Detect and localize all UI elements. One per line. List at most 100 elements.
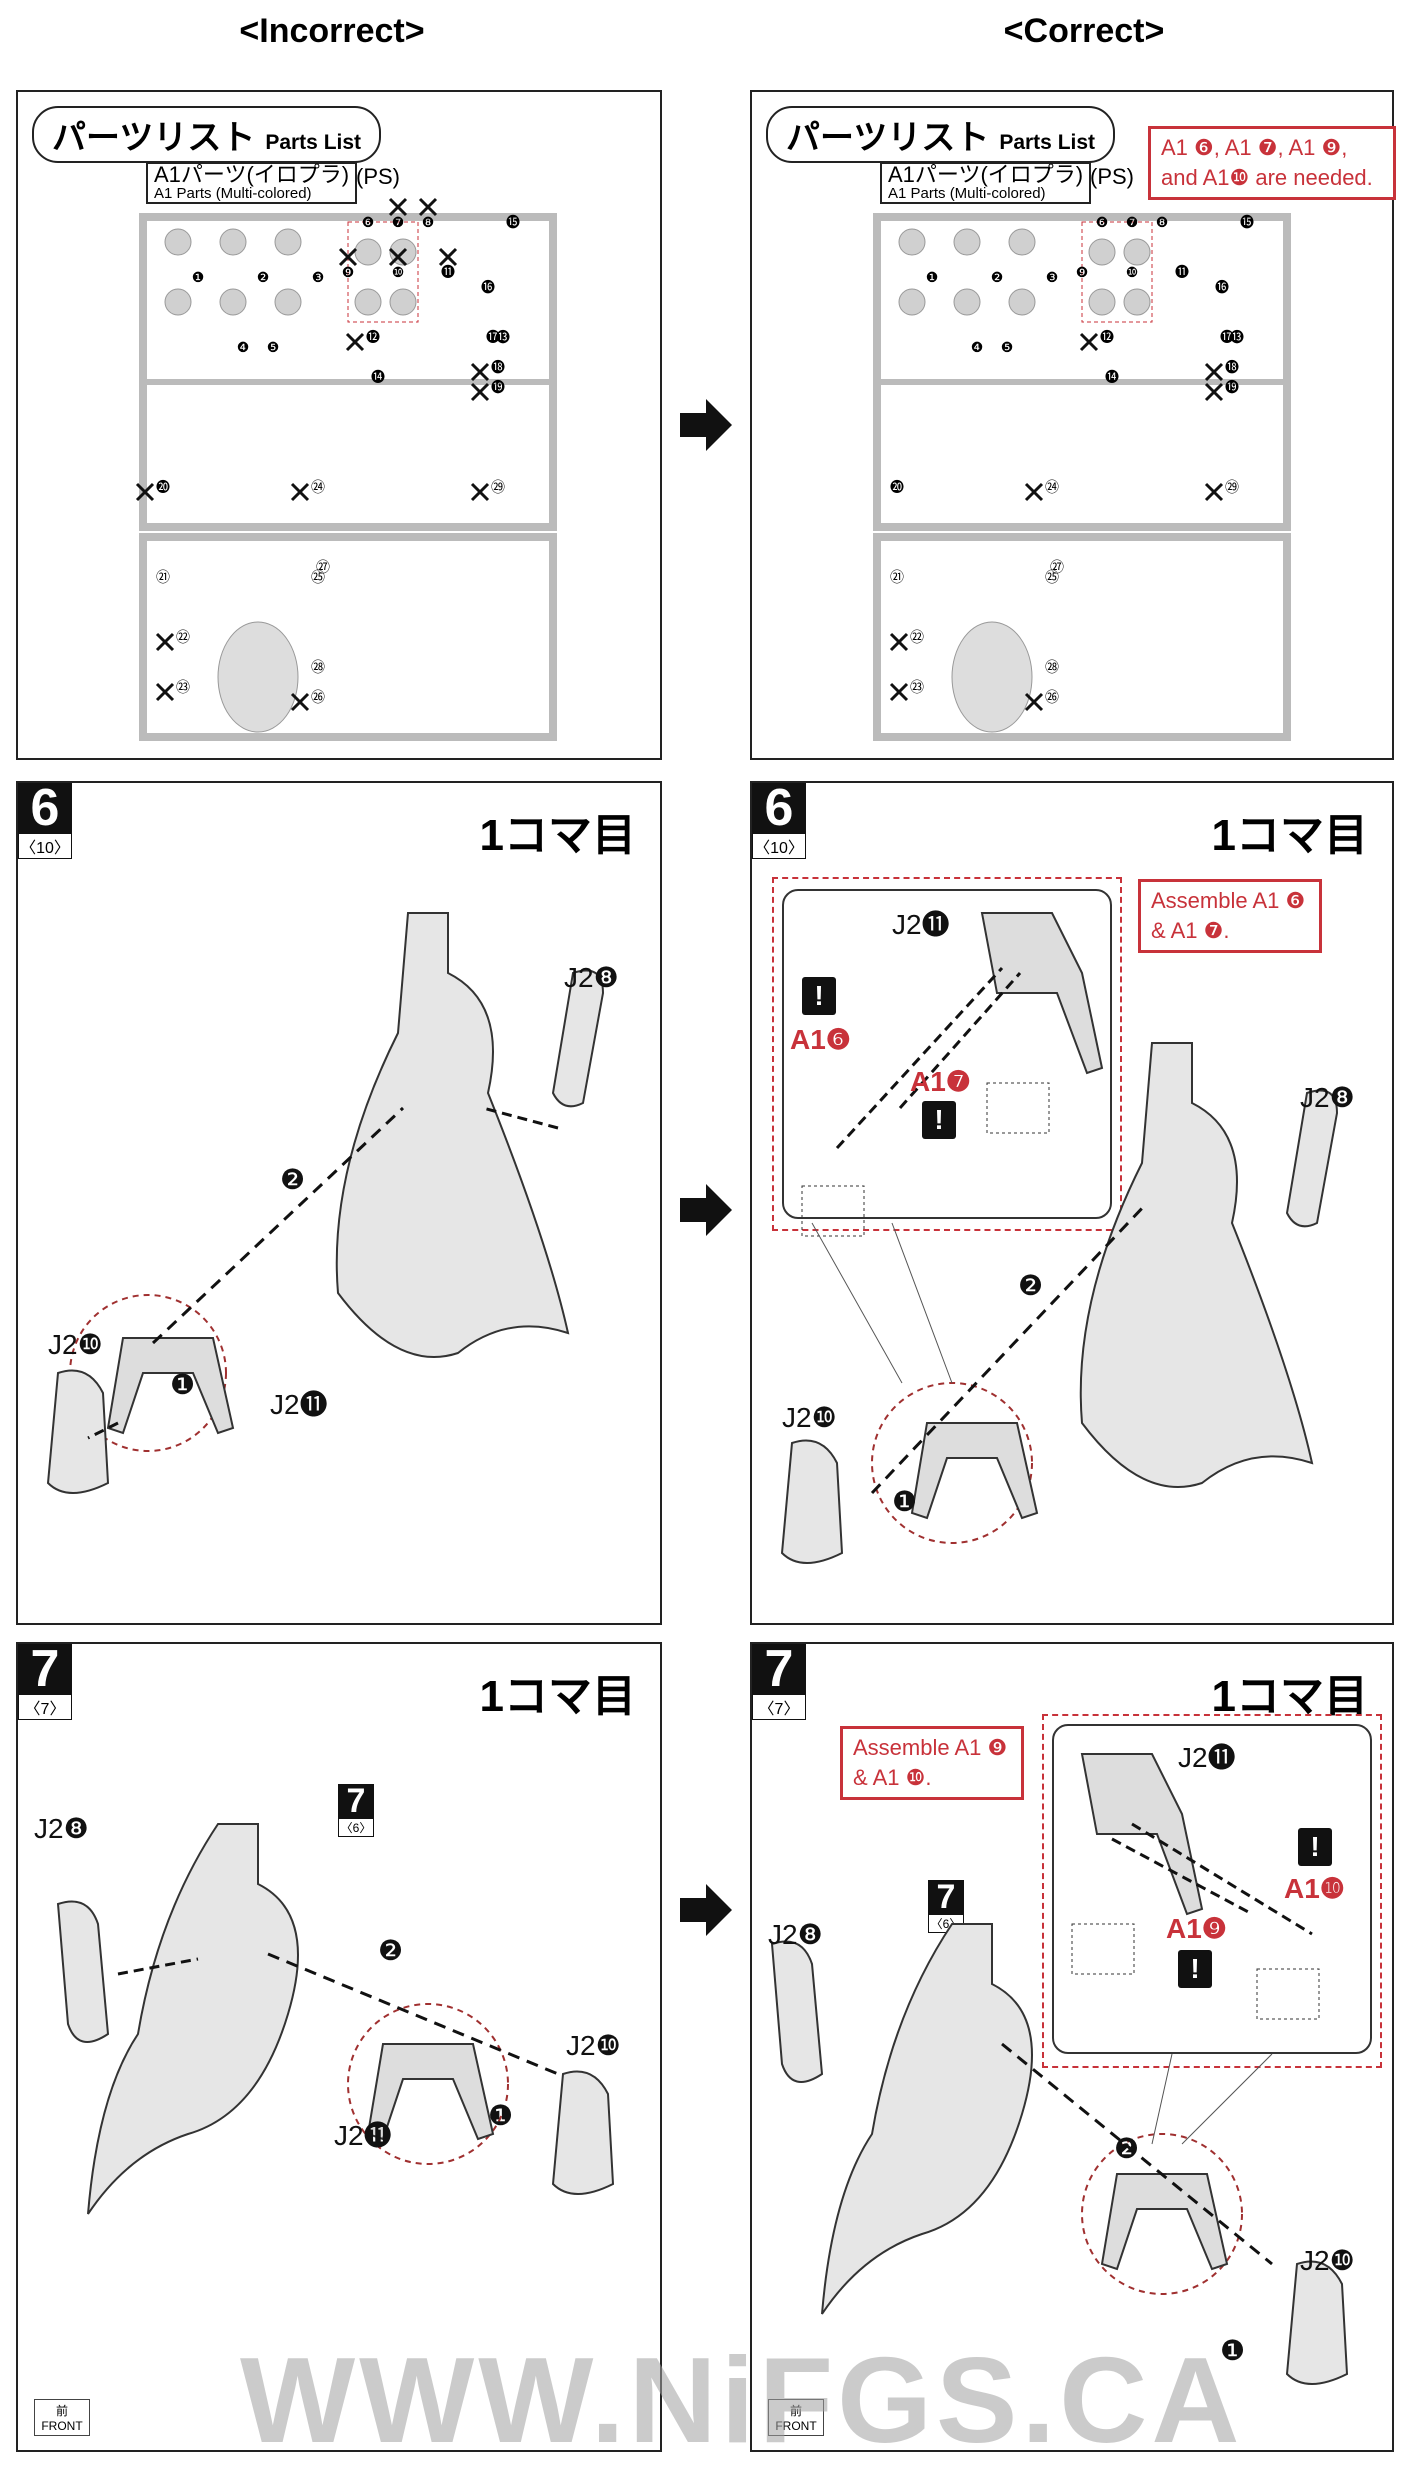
part-number: ⓭ xyxy=(496,329,510,345)
part-number: ⓮ xyxy=(371,369,385,385)
x-mark-icon xyxy=(1079,332,1099,352)
step-arrow-1: ❶ xyxy=(1220,2335,1246,2366)
part-piece xyxy=(953,228,981,256)
part-number: ㉙ xyxy=(1225,479,1239,495)
part-number: ⓲ xyxy=(1225,359,1239,375)
part-number: ㉔ xyxy=(1045,479,1059,495)
x-mark-icon xyxy=(889,682,909,702)
assembly-illustration xyxy=(780,912,1339,1564)
runner-label: A1パーツ(イロプラ)A1 Parts (Multi-colored) xyxy=(146,162,358,204)
part-number: ㉒ xyxy=(910,629,924,645)
part-number: ㉕ xyxy=(1045,569,1059,585)
frame-label: 1コマ目 xyxy=(479,1672,636,1721)
part-piece xyxy=(1088,288,1116,316)
part-label-j2-8: J2❽ xyxy=(768,1919,823,1950)
part-number: ⓭ xyxy=(1230,329,1244,345)
part-number: ⓯ xyxy=(1240,214,1254,230)
x-mark-icon xyxy=(1204,362,1224,382)
correct-header: <Correct> xyxy=(1003,12,1165,50)
x-mark-icon xyxy=(470,482,490,502)
step6-correct: 6〈10〉 1コマ目 J2⓫ ! A1❻ A1❼ ! Assemble A1 ❻… xyxy=(750,781,1394,1625)
warning-icon: ! xyxy=(1298,1828,1332,1866)
part-label-j2-10: J2❿ xyxy=(782,1402,837,1433)
x-mark-icon xyxy=(345,332,365,352)
part-piece xyxy=(951,621,1033,733)
x-mark-icon xyxy=(470,362,490,382)
part-number: ❷ xyxy=(991,269,1004,285)
reference-step: 7 xyxy=(338,1784,374,1818)
part-piece xyxy=(1123,288,1151,316)
part-piece xyxy=(164,288,192,316)
part-number: ❾ xyxy=(342,264,355,280)
part-piece xyxy=(274,228,302,256)
frame-label: 1コマ目 xyxy=(1211,1672,1368,1721)
incorrect-header: <Incorrect> xyxy=(239,12,425,50)
part-piece xyxy=(1123,238,1151,266)
part-number: ❸ xyxy=(1046,269,1059,285)
highlight-box xyxy=(347,221,419,323)
part-number: ⓲ xyxy=(491,359,505,375)
x-mark-icon xyxy=(290,482,310,502)
part-number: ⓬ xyxy=(366,329,380,345)
part-number: ❿ xyxy=(392,264,405,280)
x-mark-icon xyxy=(155,632,175,652)
part-number: ❼ xyxy=(1126,214,1139,230)
arrow-right-icon xyxy=(680,399,732,451)
step-arrow-1: ❶ xyxy=(488,2100,514,2131)
part-number: ㉒ xyxy=(176,629,190,645)
reference-step: 7 xyxy=(928,1880,964,1914)
part-number: ⓮ xyxy=(1105,369,1119,385)
arrow-right-icon xyxy=(680,1184,732,1236)
detail-callout xyxy=(1042,1714,1382,2068)
part-number: ❹ xyxy=(237,339,250,355)
part-number: ㉓ xyxy=(910,679,924,695)
part-label-j2-11: J2⓫ xyxy=(1178,1742,1236,1773)
step-arrow-1: ❶ xyxy=(170,1369,196,1400)
part-label-j2-11: J2⓫ xyxy=(892,909,950,940)
part-number: ❿ xyxy=(1126,264,1139,280)
runner-frame xyxy=(873,213,1291,531)
part-piece xyxy=(1008,288,1036,316)
part-piece xyxy=(389,288,417,316)
part-number: ㉖ xyxy=(311,689,325,705)
step-arrow-2: ❷ xyxy=(378,1935,404,1966)
part-label-j2-11: J2⓫ xyxy=(334,2120,392,2151)
part-number: ❼ xyxy=(392,214,405,230)
part-number: ❻ xyxy=(1096,214,1109,230)
part-number: ❹ xyxy=(971,339,984,355)
x-mark-icon xyxy=(338,247,358,267)
warning-icon: ! xyxy=(922,1101,956,1139)
part-number: ㉘ xyxy=(1045,659,1059,675)
frame-label: 1コマ目 xyxy=(479,811,636,860)
part-piece xyxy=(354,288,382,316)
part-piece xyxy=(1088,238,1116,266)
step-arrow-2: ❷ xyxy=(1018,1270,1044,1301)
part-number: ❸ xyxy=(312,269,325,285)
x-mark-icon xyxy=(418,197,438,217)
part-label-a1-6: A1❻ xyxy=(790,1024,851,1055)
part-number: ❻ xyxy=(362,214,375,230)
arrow-right-icon xyxy=(680,1884,732,1936)
assemble-note: Assemble A1 ❻ & A1 ❼. xyxy=(1138,879,1322,953)
part-piece xyxy=(217,621,299,733)
part-number: ⓱ xyxy=(486,329,500,345)
part-number: ❶ xyxy=(926,269,939,285)
x-mark-icon xyxy=(290,692,310,712)
part-number: ⓰ xyxy=(481,279,495,295)
x-mark-icon xyxy=(889,632,909,652)
step7-correct: 7〈7〉 1コマ目 Assemble A1 ❾ & A1 ❿. 7 〈6〉 J2… xyxy=(750,1642,1394,2452)
x-mark-icon xyxy=(470,382,490,402)
part-label-a1-7: A1❼ xyxy=(910,1066,971,1097)
assembly-illustration xyxy=(770,1753,1349,2385)
part-piece xyxy=(898,288,926,316)
part-label-a1-9: A1❾ xyxy=(1166,1913,1227,1944)
part-number: ❺ xyxy=(267,339,280,355)
part-number: ㉖ xyxy=(1045,689,1059,705)
part-label-j2-10: J2❿ xyxy=(566,2030,621,2061)
part-number: ㉔ xyxy=(311,479,325,495)
part-number: ㉑ xyxy=(156,569,170,585)
runner-frame xyxy=(873,533,1291,741)
